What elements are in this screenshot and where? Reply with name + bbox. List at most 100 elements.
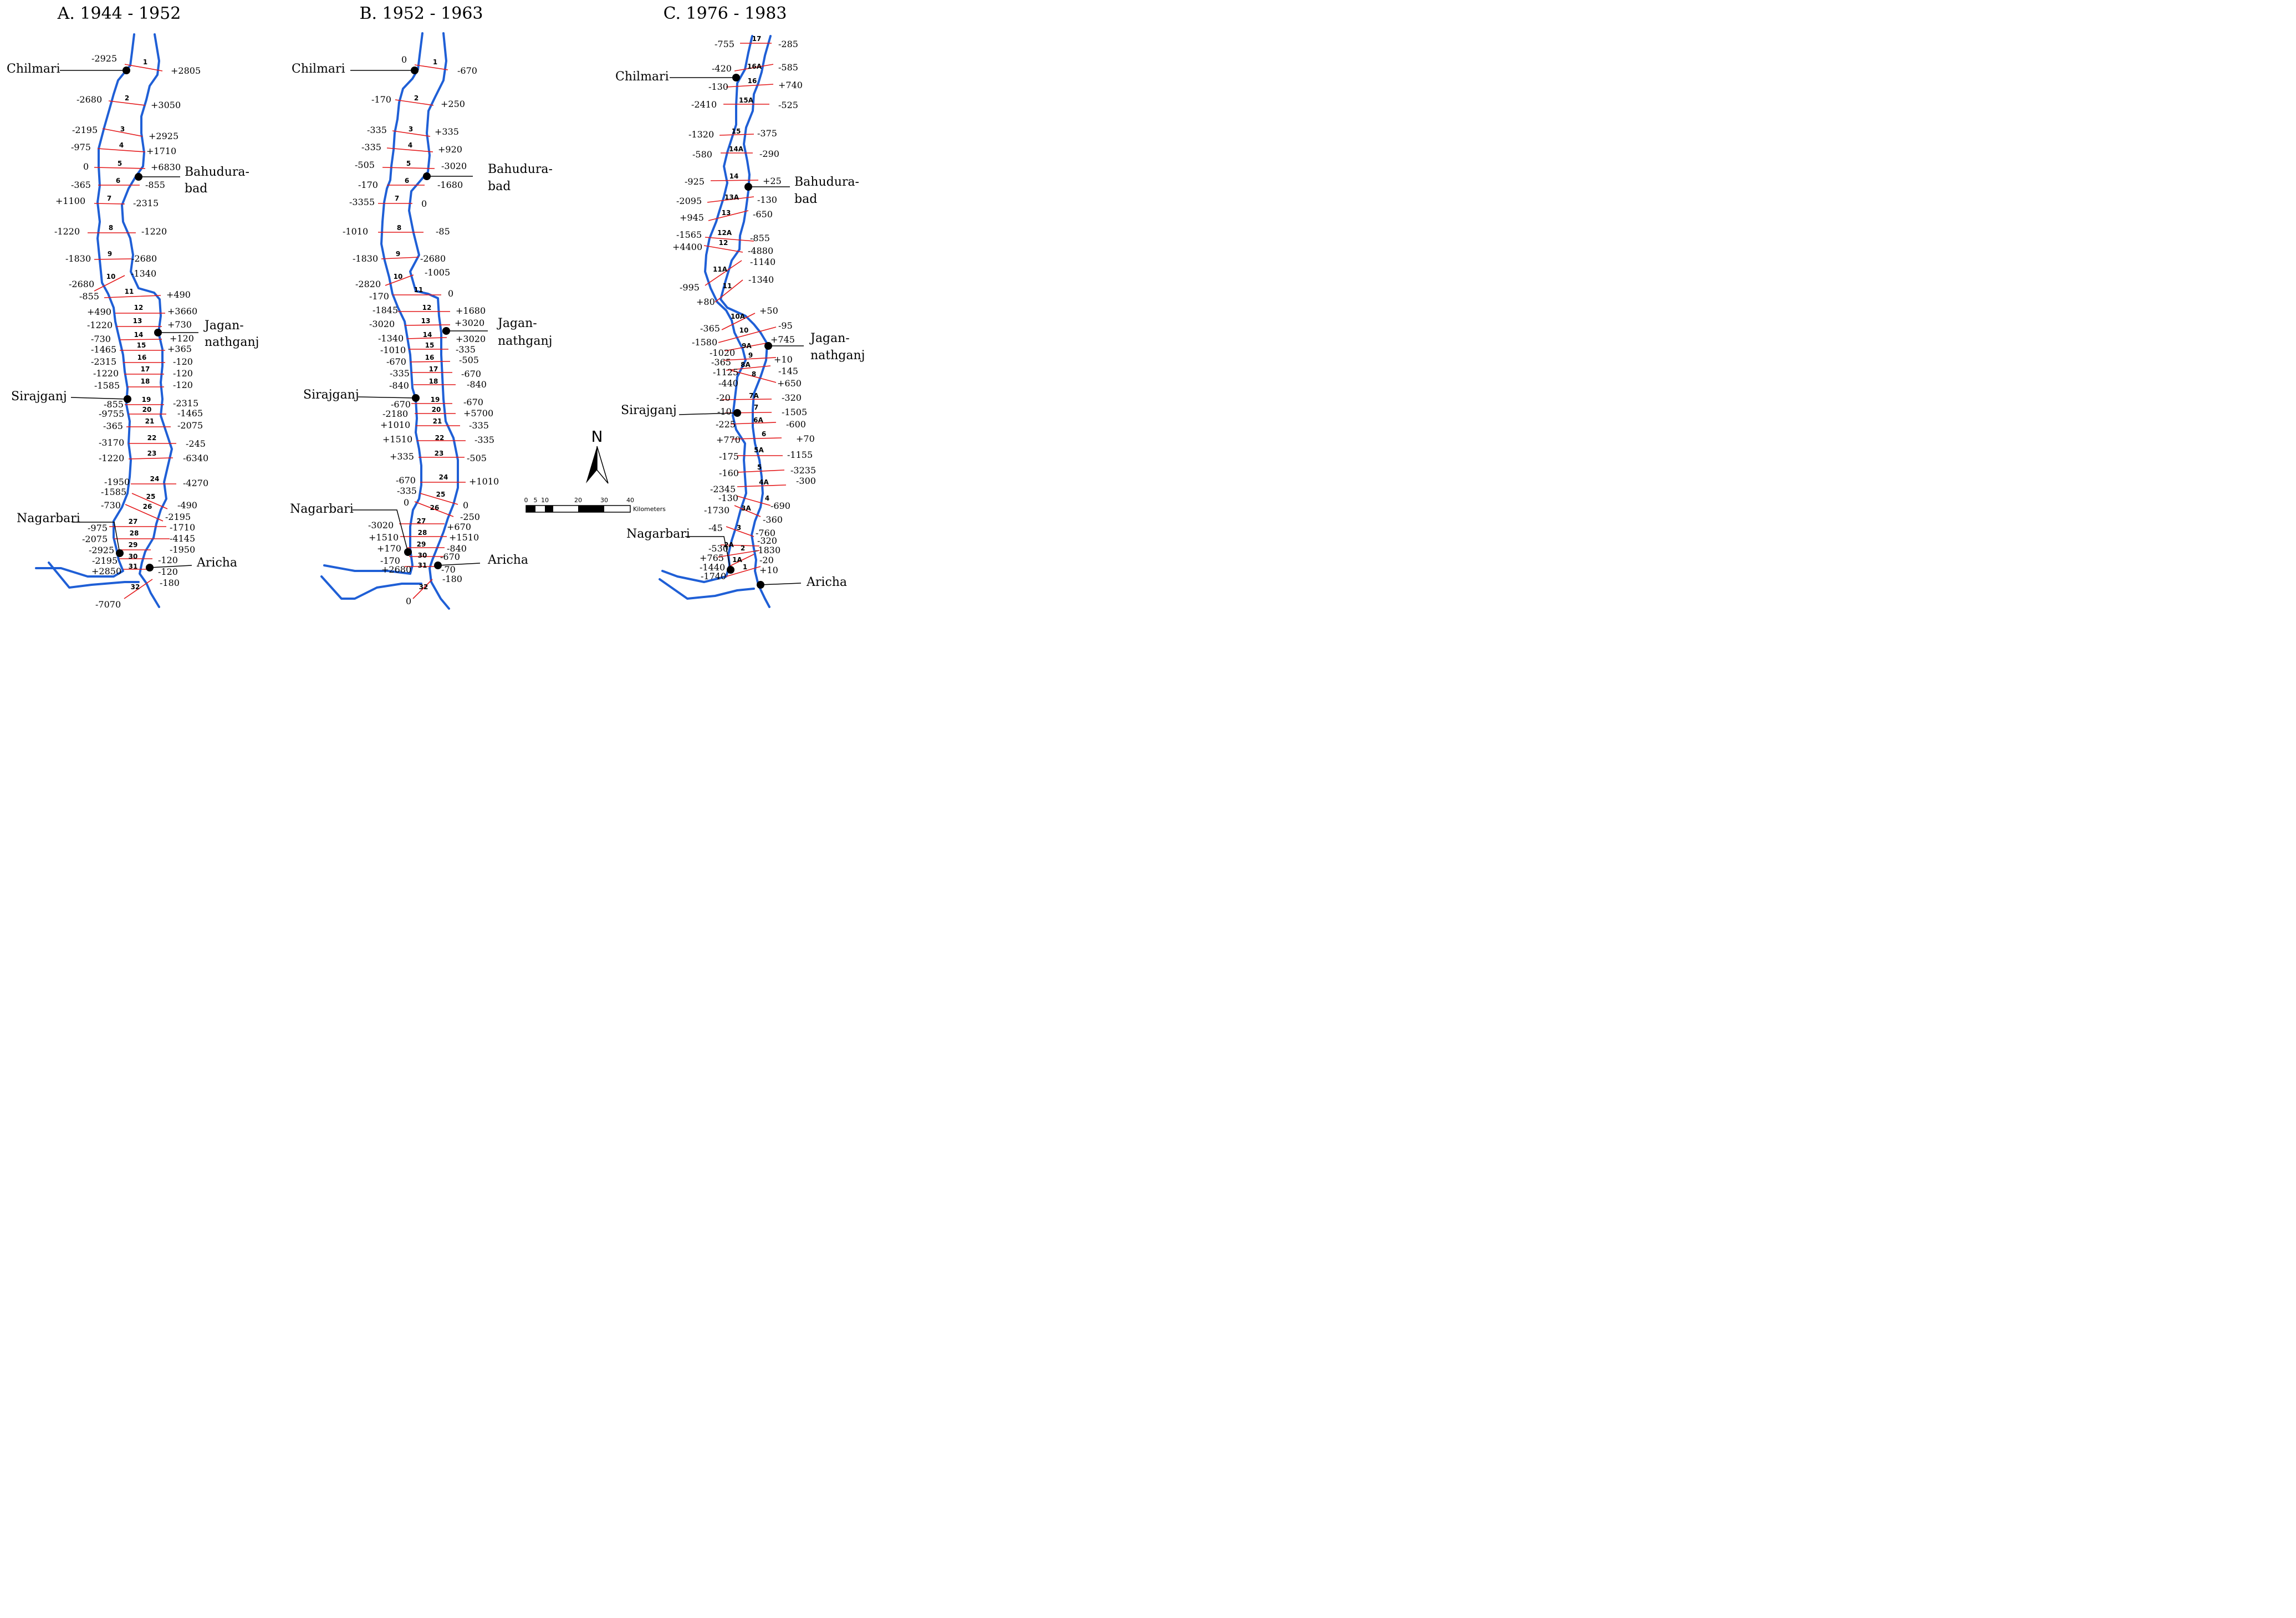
panel-c-section-9-right-value: +10 [774,354,793,365]
panel-b-section-1-left-value: 0 [401,54,407,65]
panel-a-section-13-right-value: +730 [167,319,192,330]
place-chilmari: Chilmari [615,70,669,84]
place-aricha: Aricha [196,556,237,570]
nagarbari-leader-line [72,522,120,554]
chilmari-marker[interactable] [732,74,740,81]
panel-c-settlements: Chilmari Bahudura- bad Jagan- nathganj S… [615,70,865,589]
panel-b-section-24-left-value: -670 [396,475,416,486]
sirajganj-marker[interactable] [412,394,420,402]
panel-c-section-13-number: 13 [722,209,731,217]
nagarbari-marker[interactable] [404,548,412,556]
chilmari-marker[interactable] [411,67,419,74]
place-chilmari: Chilmari [292,62,345,76]
sirajganj-marker[interactable] [124,395,131,403]
panel-b-section-5-right-value: -3020 [441,161,467,171]
panel-b-section-24-number: 24 [439,473,448,481]
panel-a-section-32-number: 32 [131,583,140,591]
panel-b-section-1-number: 1 [433,58,437,66]
panel-a-section-15-right-value: +365 [167,344,192,354]
jagannathganj-marker[interactable] [154,329,162,336]
panel-b-section-16-left-value: -670 [386,356,406,367]
panel-c-section-3A-number: 3A [741,504,751,512]
panel-a-section-8-right-value: -1220 [141,226,167,237]
panel-a-section-10-right-value: -1340 [131,268,156,279]
panel-b-section-11-number: 11 [414,286,424,294]
panel-c-section-9A-left-value: -1020 [710,348,735,358]
bahudurabad-marker[interactable] [135,173,142,181]
place-bahudurabad-line1: Bahudura- [794,175,859,189]
panel-c-section-13-right-value: -650 [753,209,773,220]
panel-a-section-28-left-value: -2075 [82,534,108,544]
bahudurabad-marker[interactable] [744,183,752,191]
panel-b-section-3-right-value: +335 [435,126,459,137]
place-bahudurabad-line1: Bahudura- [488,162,553,176]
panel-c-section-10-right-value: -95 [778,320,793,331]
chilmari-marker[interactable] [123,67,130,74]
panel-a-section-10-number: 10 [106,273,116,280]
place-jagannathganj-line1: Jagan- [497,317,537,330]
aricha-marker[interactable] [146,564,154,571]
panel-a-section-23-right-value: -6340 [183,453,208,463]
panel-a-title: A. 1944 - 1952 [57,4,181,23]
panel-b: B. 1952 - 1963 Chilmari [290,4,553,610]
panel-c-section-8A-number: 8A [741,361,751,369]
panel-c-section-14A-left-value: -580 [692,149,712,160]
sirajganj-marker[interactable] [733,409,741,417]
panel-b-section-16-number: 16 [425,354,435,361]
panel-c-section-5-right-value: -3235 [790,465,816,476]
panel-a-section-16-number: 16 [137,354,147,361]
place-sirajganj: Sirajganj [621,404,677,417]
nagarbari-marker[interactable] [727,566,734,574]
panel-b-section-23-number: 23 [435,450,444,457]
place-nagarbari: Nagarbari [17,512,80,525]
jagannathganj-marker[interactable] [764,342,772,350]
panel-a-section-4-left-value: -975 [71,142,91,152]
panel-c-section-6-number: 6 [762,430,766,438]
panel-c-section-14-left-value: -925 [685,176,705,187]
panel-c-section-13A-right-value: -130 [757,195,777,205]
panel-a-section-32-left-value: -7070 [95,599,121,610]
panel-b-section-31-number: 31 [418,562,427,569]
panel-a-section-21-number: 21 [145,417,155,425]
panel-b-section-31-left-value: +2680 [381,564,411,575]
panel-c-section-1-left-value: -1740 [701,571,726,581]
panel-c-section-13A-left-value: -2095 [676,196,702,206]
panel-a-section-3-right-value: +2925 [149,131,178,141]
scale-tick-label: 5 [534,497,538,504]
map-canvas: A. 1944 - 1952 Chilmari [7,4,865,610]
jagannathganj-marker[interactable] [442,327,450,335]
panel-c-section-15A-left-value: -2410 [691,99,717,110]
panel-c-section-11A-number: 11A [713,266,728,273]
panel-c-section-11A-left-value: -995 [680,282,700,293]
panel-b-section-1-right-value: -670 [457,65,477,76]
panel-c-section-3-right-value: -760 [756,528,775,538]
panel-c-section-1A-right-value: -20 [759,555,774,565]
panel-b-section-7-left-value: -3355 [349,197,375,207]
panel-c-cross-sections [703,43,787,577]
aricha-marker[interactable] [757,581,764,589]
panel-a-section-4-number: 4 [119,141,124,149]
panel-b-section-28-right-value: +1510 [449,532,479,543]
panel-a-section-16-left-value: -2315 [91,356,116,367]
panel-c-section-6-right-value: +70 [796,433,815,444]
panel-b-section-9-left-value: -1830 [353,253,378,264]
place-bahudurabad-line2: bad [794,192,817,206]
panel-c-section-11-left-value: +80 [696,297,715,307]
panel-a-section-20-left-value: -9755 [99,409,124,419]
bahudurabad-marker[interactable] [423,172,431,180]
panel-a-section-19-left-value: -855 [104,399,124,410]
panel-b-section-15-number: 15 [425,341,435,349]
aricha-marker[interactable] [434,562,442,569]
panel-a-section-26-right-value: -2195 [165,512,191,522]
panel-b-section-2-right-value: +250 [441,99,465,109]
panel-a-section-2-number: 2 [125,94,129,102]
panel-c-section-7A-number: 7A [749,392,759,400]
nagarbari-marker[interactable] [116,549,124,557]
panel-c-section-7-left-value: -10 [717,406,732,417]
panel-b-section-28-number: 28 [418,529,427,537]
panel-a-section-25-left-value: -1585 [101,487,126,497]
north-arrow-right-half [596,446,609,484]
aricha-leader-line [149,565,192,568]
panel-a-section-5-right-value: +6830 [151,162,181,172]
panel-a-section-12-left-value: +490 [87,307,111,317]
